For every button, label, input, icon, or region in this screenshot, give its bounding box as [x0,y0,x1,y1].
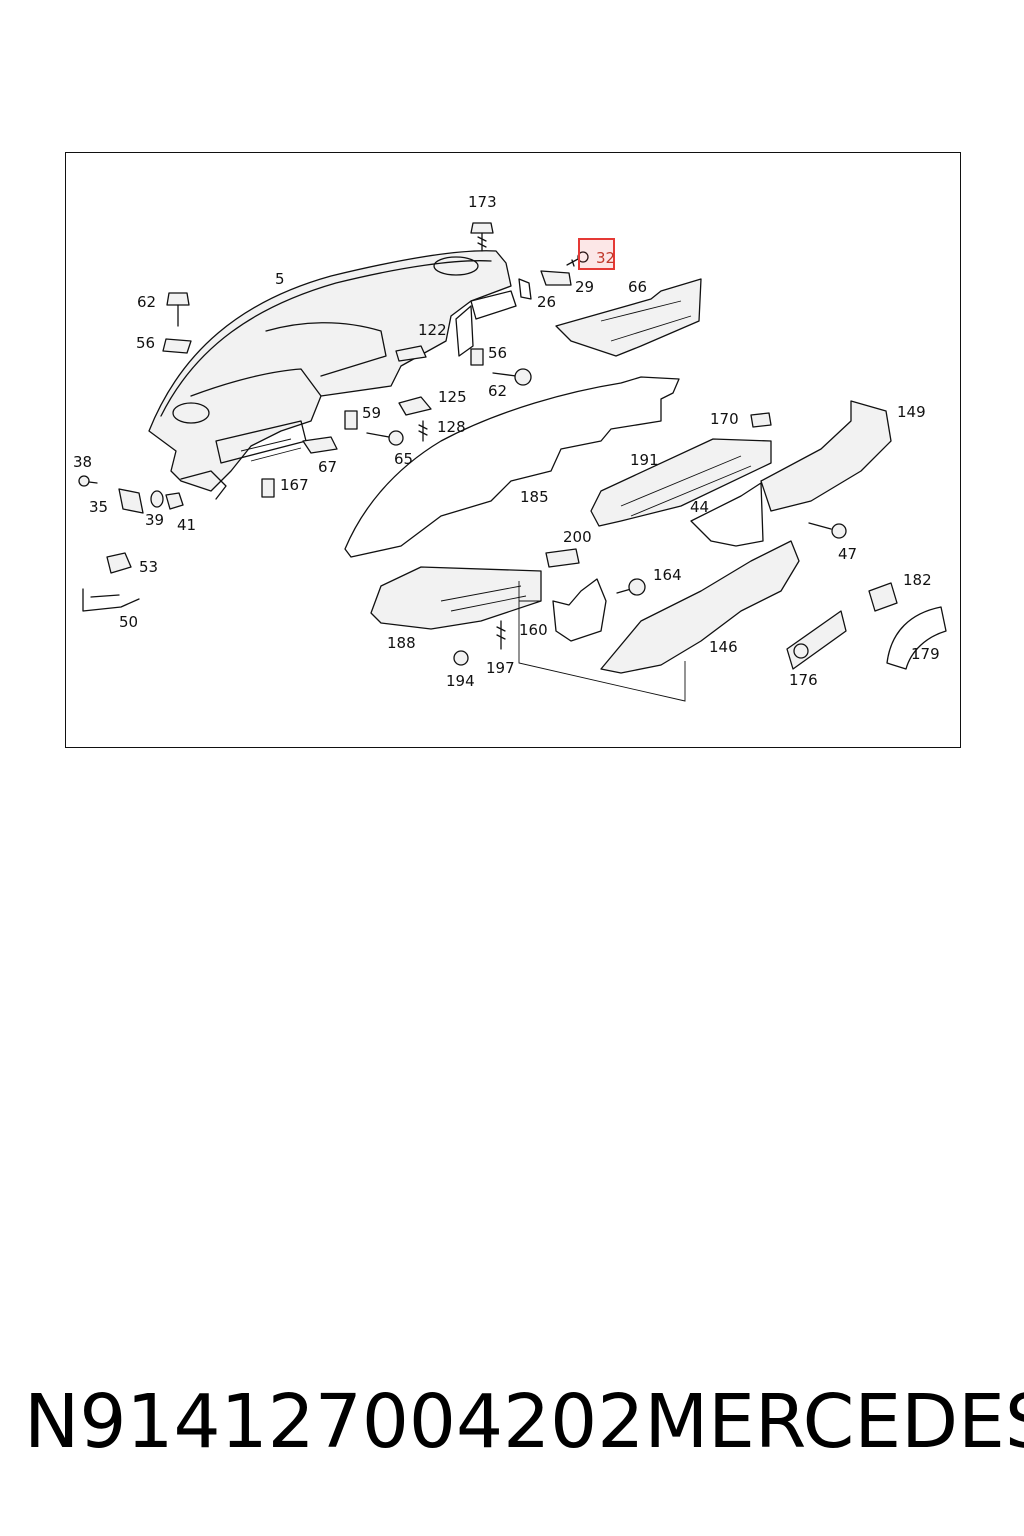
callout-194: 194 [446,672,475,690]
lower-panel-146 [600,540,800,674]
callout-191: 191 [630,451,659,469]
callout-67: 67 [318,458,337,476]
clip-56-left [162,338,192,354]
callout-185: 185 [520,488,549,506]
insulation-mat-185 [344,376,680,558]
screw-197 [496,620,506,650]
clip-170 [750,412,772,428]
screw-47 [808,522,847,539]
callout-179: 179 [911,645,940,663]
callout-39: 39 [145,511,164,529]
leader-lines [518,581,686,702]
callout-62-left: 62 [137,293,156,311]
panel-191 [590,438,772,527]
callout-50: 50 [119,613,138,631]
bracket-67 [302,436,338,454]
screw-65 [366,430,404,446]
callout-44: 44 [690,498,709,516]
panel-176 [786,610,847,670]
bracket-44 [690,482,764,547]
part-number: N914127004202 [24,1379,645,1465]
parts-diagram-frame: 173 32 5 29 66 26 62 122 56 56 62 125 59… [65,152,961,748]
callout-labels: 173 32 5 29 66 26 62 122 56 56 62 125 59… [73,193,940,690]
screw-128 [418,420,428,442]
callout-122: 122 [418,321,447,339]
panel-66 [555,278,702,357]
brand-name: MERCEDES [644,1379,1024,1465]
callout-56-right: 56 [488,344,507,362]
callout-197: 197 [486,659,515,677]
callout-167: 167 [280,476,309,494]
clip-200 [545,548,580,568]
callout-173: 173 [468,193,497,211]
washer-39 [150,490,164,508]
callout-128: 128 [437,418,466,436]
trim-179 [886,606,947,670]
callout-56-left: 56 [136,334,155,352]
screw-173 [470,222,494,252]
callout-47: 47 [838,545,857,563]
callout-35: 35 [89,498,108,516]
screw-62-left [166,292,190,327]
clip-125 [398,396,432,416]
clip-53 [106,552,132,574]
callout-164: 164 [653,566,682,584]
nut-41 [165,492,184,510]
callout-29: 29 [575,278,594,296]
callout-65: 65 [394,450,413,468]
callout-5: 5 [275,270,285,288]
callout-66: 66 [628,278,647,296]
clip-167 [261,478,275,498]
bracket-26-29 [518,270,572,300]
clip-122 [395,345,427,362]
glove-box-188 [370,566,542,630]
callout-125: 125 [438,388,467,406]
screw-62-right [492,368,532,386]
callout-59: 59 [362,404,381,422]
screw-194 [453,650,469,666]
callout-188: 188 [387,634,416,652]
callout-146: 146 [709,638,738,656]
callout-41: 41 [177,516,196,534]
bracket-50 [82,588,140,612]
callout-53: 53 [139,558,158,576]
screw-164 [616,578,646,596]
callout-182: 182 [903,571,932,589]
callout-32: 32 [596,249,615,267]
callout-160: 160 [519,621,548,639]
clip-59 [344,410,358,430]
bracket-35 [118,488,144,514]
bracket-160 [552,578,607,642]
callout-62-right: 62 [488,382,507,400]
highlight-box [578,238,615,270]
screw-38 [78,475,98,487]
product-caption: N914127004202 MERCEDES [0,1372,1024,1472]
trim-149 [760,400,892,512]
clip-56-right [470,348,484,366]
callout-170: 170 [710,410,739,428]
callout-149: 149 [897,403,926,421]
dashboard-exploded-view: 173 32 5 29 66 26 62 122 56 56 62 125 59… [73,193,947,702]
callout-176: 176 [789,671,818,689]
callout-200: 200 [563,528,592,546]
callout-26: 26 [537,293,556,311]
trim-182 [868,582,898,612]
callout-38: 38 [73,453,92,471]
